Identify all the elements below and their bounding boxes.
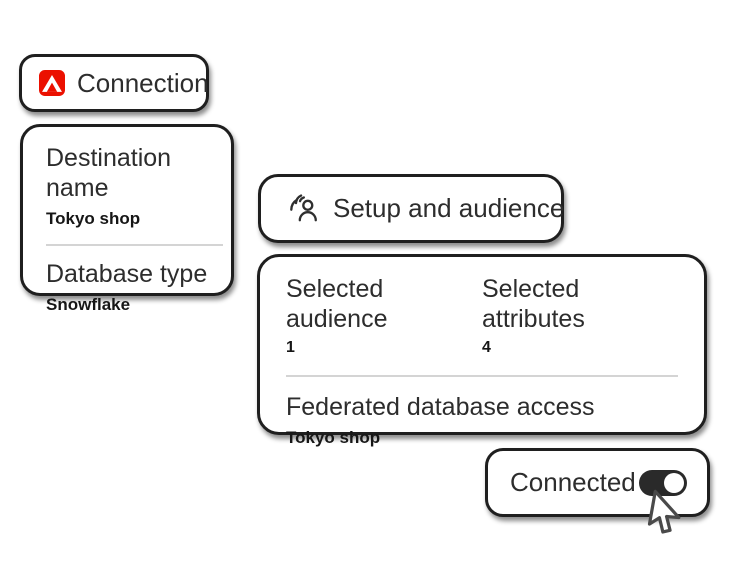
connection-card: Connection <box>19 54 209 112</box>
connected-card: Connected <box>485 448 710 517</box>
selected-attributes-label: Selected attributes <box>482 275 585 333</box>
selected-attributes-value: 4 <box>482 339 491 356</box>
database-type-value: Snowflake <box>46 295 131 314</box>
divider <box>46 244 223 246</box>
toggle-knob <box>664 472 684 493</box>
federated-access-field: Federated database access Tokyo shop <box>286 392 678 448</box>
destination-name-label: Destination name <box>46 144 172 202</box>
destination-name-value: Tokyo shop <box>46 209 141 228</box>
connected-toggle[interactable] <box>639 469 687 496</box>
destination-card: Destination name Tokyo shop Database typ… <box>20 124 234 314</box>
audience-icon <box>290 194 317 222</box>
selected-audience-value: 1 <box>286 339 295 356</box>
database-type-label: Database type <box>46 260 208 288</box>
adobe-logo-icon <box>39 70 65 96</box>
setup-card-label: Setup and audience <box>333 193 565 223</box>
database-type-field: Database type Snowflake <box>46 259 223 315</box>
federated-access-value: Tokyo shop <box>286 428 381 447</box>
selected-audience-stat: Selected audience 1 <box>286 274 482 357</box>
federated-access-label: Federated database access <box>286 393 595 421</box>
selected-attributes-stat: Selected attributes 4 <box>482 274 678 357</box>
setup-and-audience-card: Setup and audience <box>258 174 564 243</box>
divider <box>286 375 678 377</box>
connected-label: Connected <box>510 467 636 497</box>
destination-name-field: Destination name Tokyo shop <box>46 143 223 229</box>
selected-audience-label: Selected audience <box>286 275 388 333</box>
connection-card-label: Connection <box>77 67 209 98</box>
details-card: Selected audience 1 Selected attributes … <box>257 254 707 447</box>
stats-row: Selected audience 1 Selected attributes … <box>286 274 678 357</box>
